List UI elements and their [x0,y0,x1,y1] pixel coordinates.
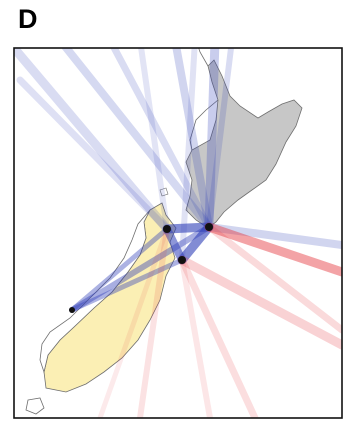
blue-connection-line-2 [16,76,171,233]
blue-connection-line-6 [204,48,220,232]
blue-connection-line-8 [179,48,198,263]
blue-connection-line-14 [69,226,170,313]
blue-connection-line-16 [69,257,185,313]
blue-connection-line-13 [163,225,186,264]
islet [159,187,169,197]
north-island [185,59,303,229]
blue-connection-line-1 [14,48,172,234]
blue-connection-line-4 [110,48,213,231]
south-island-west-coast [39,209,151,374]
northland-coast [189,48,219,151]
blue-connection-line-12 [177,222,214,265]
panel-label: D [18,4,38,34]
blue-connection-line-7 [206,48,235,230]
station-node-n1 [163,225,171,233]
blue-connection-line-10 [205,223,342,249]
station-nodes [69,223,213,313]
station-node-n2 [205,223,213,231]
red-connection-line-2 [177,255,342,350]
red-connection-line-6 [137,226,170,418]
station-node-n3 [178,256,186,264]
red-connection-line-4 [178,256,259,418]
map-frame [13,47,343,419]
station-node-n4 [69,307,75,313]
stewart-island [25,397,45,415]
red-connection-line-7 [97,226,170,418]
blue-connection-line-15 [69,224,212,313]
blue-connection-line-11 [162,222,214,234]
blue-connections [14,48,342,313]
blue-connection-line-9 [138,48,170,232]
red-connection-line-1 [204,222,342,277]
blue-connection-line-5 [172,48,213,231]
red-connections [97,222,342,418]
red-connection-line-5 [179,257,213,418]
red-connection-line-3 [205,223,342,334]
map-content [14,48,342,418]
blue-connection-line-3 [61,48,213,231]
